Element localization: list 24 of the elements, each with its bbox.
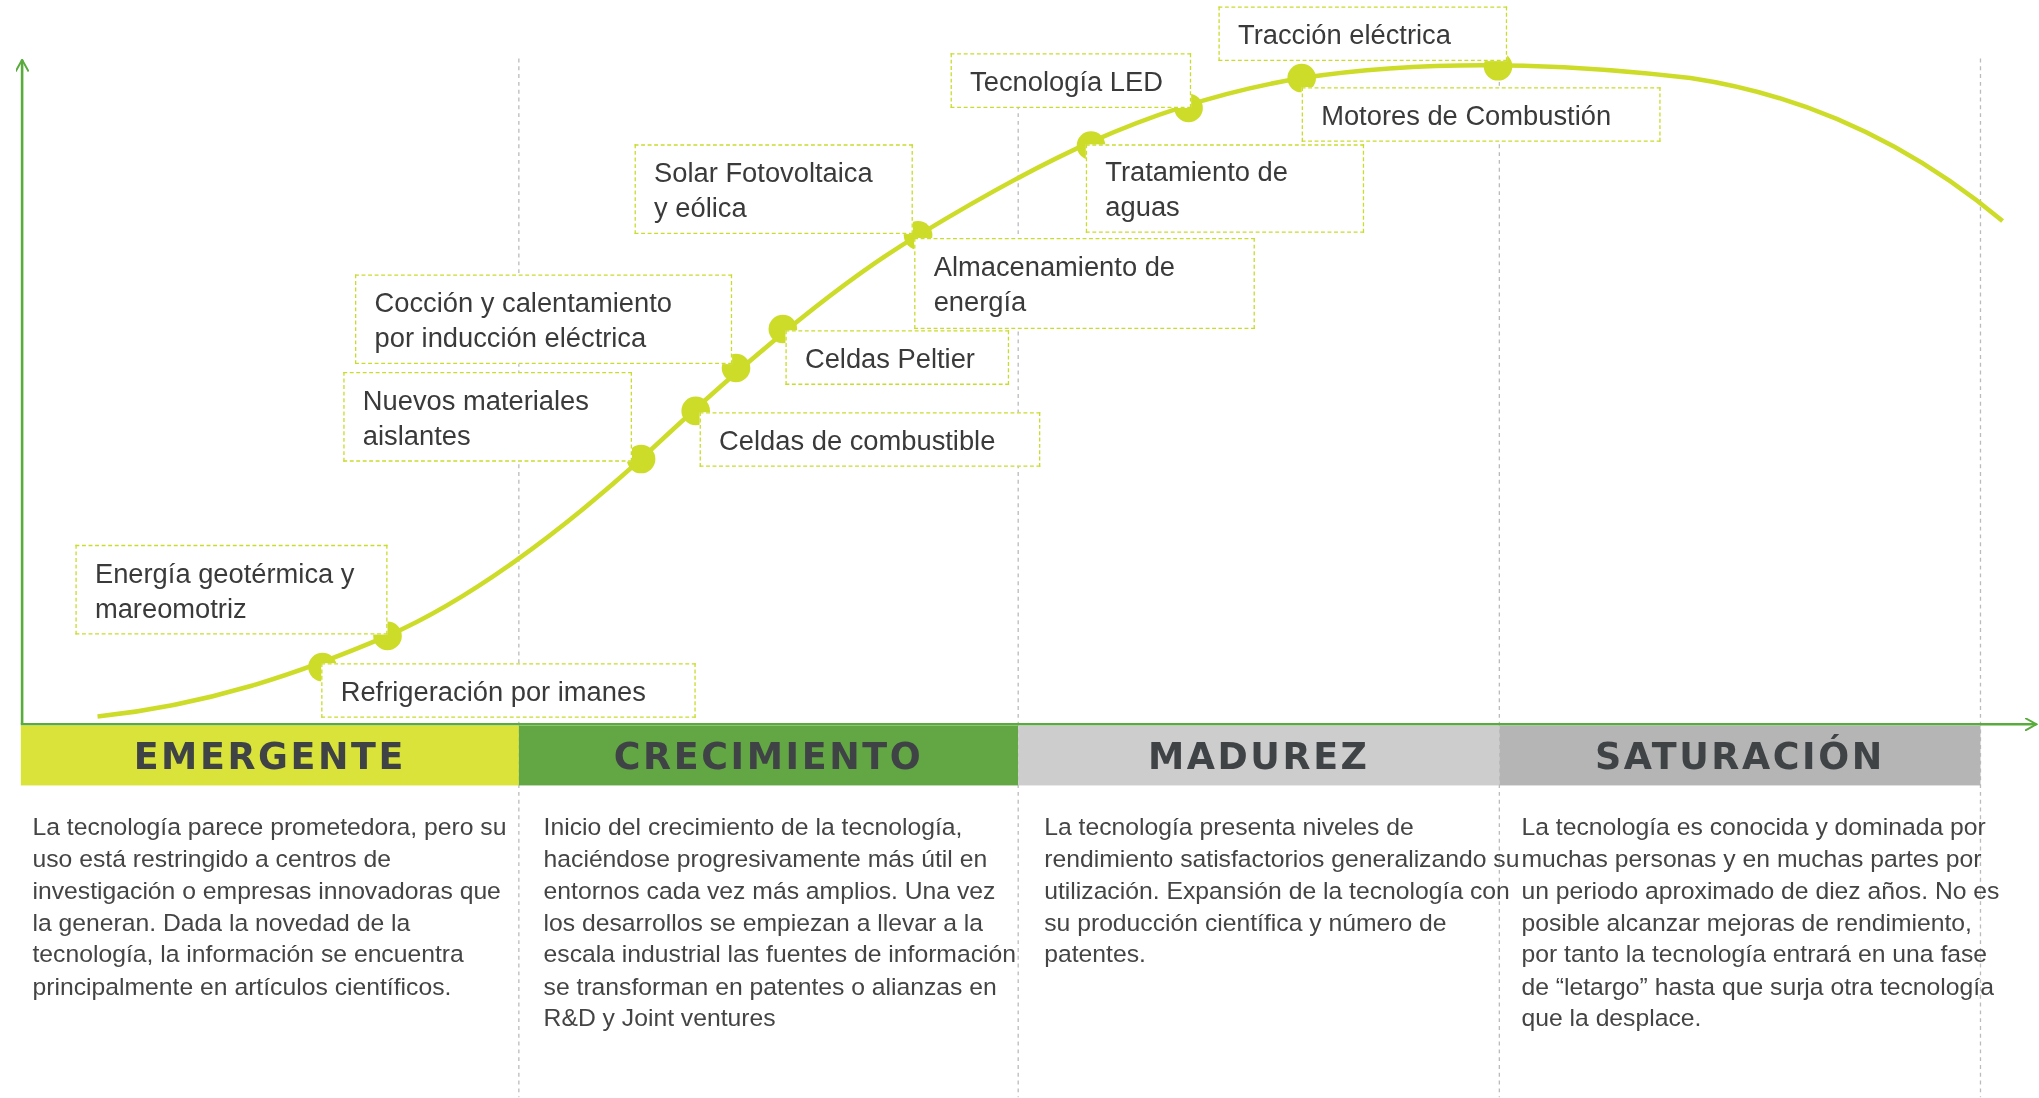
phase-title: SATURACIÓN — [1594, 734, 1885, 777]
phase-description: La tecnología presenta niveles de rendimiento satisfactorios generalizando su utilización. Expansión de la tecnología con su producción científica y número de patentes. — [1044, 811, 1521, 970]
callout-label: Refrigeración por imanes — [321, 663, 696, 718]
callout-label: Solar Fotovoltaica y eólica — [634, 144, 913, 235]
phase-band — [20, 725, 519, 786]
callout-label: Tecnología LED — [950, 53, 1192, 108]
phase-description: Inicio del crecimiento de la tecnología, haciéndose progresivamente más útil en entornos cada vez más amplios. Una vez los desarrollos se empiezan a llevar a la escala industrial las fuentes de información se transforman en patentes o alianzas en R&D y Joint ventures — [543, 811, 1017, 1034]
callout-label: Nuevos materiales aislantes — [343, 371, 632, 462]
callout-label: Energía geotérmica y mareomotriz — [75, 544, 388, 635]
callout-label: Tracción eléctrica — [1218, 6, 1508, 62]
callout-label: Celdas Peltier — [785, 330, 1010, 385]
phase-description: La tecnología parece prometedora, pero su uso está restringido a centros de investigación o empresas innovadoras que la generan. Dada la novedad de la tecnología, la información se encuentra principalmente en artículos científicos. — [32, 811, 508, 1002]
callout-label: Tratamiento de aguas — [1085, 144, 1365, 233]
phase-title: EMERGENTE — [133, 734, 406, 777]
phase-description: La tecnología es conocida y dominada por muchas personas y en muchas partes por un periodo aproximado de diez años. No es posible alcanzar mejoras de rendimiento, por tanto la tecnología entrará en una fase de “letargo” hasta que surja otra tecnología que la desplace. — [1521, 811, 2000, 1034]
phase-band — [1018, 725, 1500, 786]
phase-title: CRECIMIENTO — [613, 734, 924, 777]
callout-label: Motores de Combustión — [1301, 87, 1661, 142]
callout-label: Cocción y calentamiento por inducción eléctrica — [355, 274, 733, 365]
phase-band — [1499, 725, 1981, 786]
phase-band — [518, 725, 1019, 786]
callout-label: Almacenamiento de energía — [914, 237, 1255, 329]
callout-label: Celdas de combustible — [699, 412, 1041, 467]
phase-title: MADUREZ — [1147, 734, 1370, 777]
